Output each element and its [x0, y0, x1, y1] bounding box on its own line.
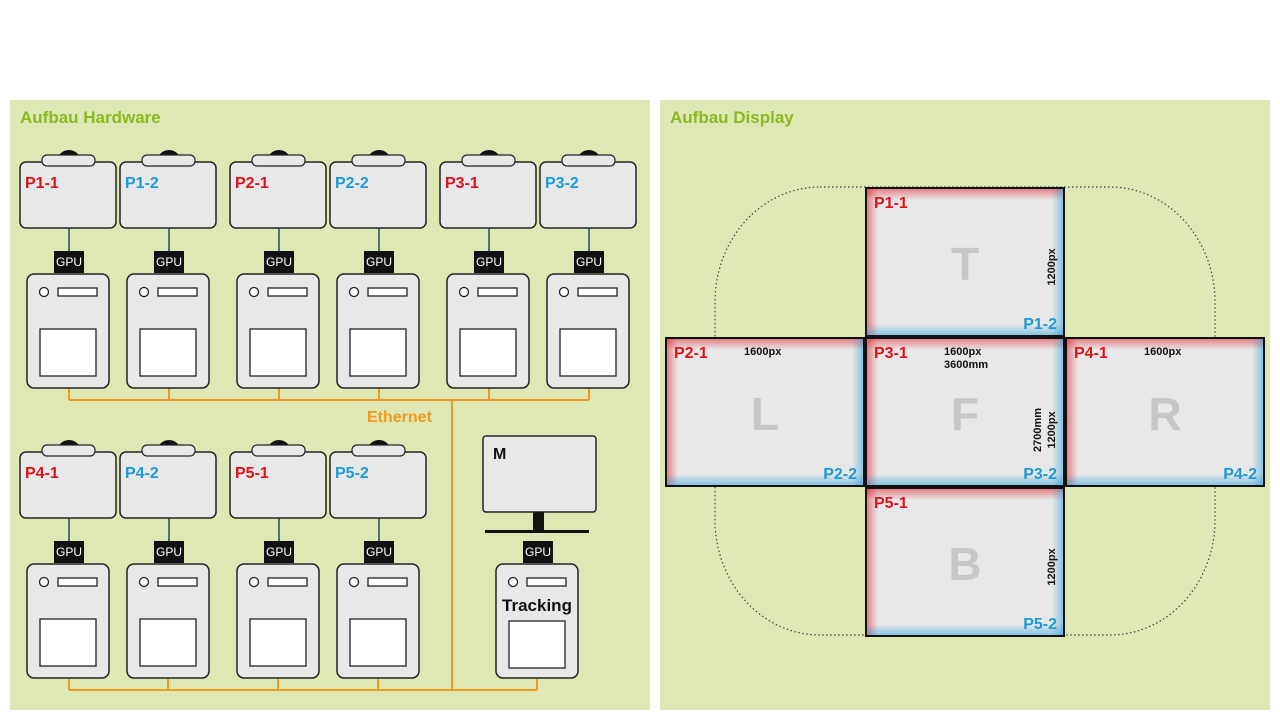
projector-label: P3-1: [445, 175, 479, 192]
display-diagram: TP1-1P1-21200pxLP2-1P2-21600pxFP3-1P3-21…: [665, 186, 1265, 637]
height-dimension: 1200px: [1046, 247, 1058, 285]
projector-label: P3-2: [545, 175, 579, 192]
projector-top-label: P5-1: [874, 495, 908, 512]
screen-b: B P5-1P5-2 1200px: [865, 487, 1065, 637]
gpu-label: GPU: [476, 255, 502, 269]
hardware-title: Aufbau Hardware: [20, 108, 161, 127]
gpu-icon: [54, 541, 84, 563]
gpu-icon: [264, 251, 294, 273]
projector-label: P1-1: [25, 175, 59, 192]
screen-letter: L: [751, 388, 779, 440]
gpu-label: GPU: [366, 545, 392, 559]
gpu-label: GPU: [576, 255, 602, 269]
gpu-label: GPU: [525, 545, 551, 559]
gpu-icon: [364, 541, 394, 563]
projector-icon: [229, 161, 327, 229]
screen-r: R P4-1P4-2 1600px: [1065, 337, 1265, 487]
projector-bottom-label: P1-2: [1023, 316, 1057, 333]
projector-bottom-label: P2-2: [823, 466, 857, 483]
tracking-label: Tracking: [502, 596, 572, 615]
tracking-pc: GPU Tracking: [495, 541, 579, 679]
gpu-label: GPU: [56, 545, 82, 559]
gpu-icon: [364, 251, 394, 273]
screen-letter: R: [1148, 388, 1181, 440]
projector-icon: [119, 451, 217, 519]
gpu-icon: [154, 251, 184, 273]
projector-label: P2-1: [235, 175, 269, 192]
projector-bottom-label: P3-2: [1023, 466, 1057, 483]
monitor-label: M: [493, 446, 506, 463]
gpu-label: GPU: [156, 255, 182, 269]
width-dimension: 1600px: [1144, 346, 1182, 358]
ethernet-label: Ethernet: [367, 409, 433, 426]
height-dimension: 1200px: [1046, 547, 1058, 585]
projector-icon: [329, 451, 427, 519]
gpu-label: GPU: [366, 255, 392, 269]
projector-icon: [119, 161, 217, 229]
projector-label: P2-2: [335, 175, 369, 192]
projector-label: P1-2: [125, 175, 159, 192]
projector-icon: [439, 161, 537, 229]
gpu-label: GPU: [266, 545, 292, 559]
gpu-icon: [523, 541, 553, 563]
projector-icon: [19, 451, 117, 519]
projector-bottom-label: P5-2: [1023, 616, 1057, 633]
width-dimension: 1600px: [944, 346, 982, 358]
screen-l: L P2-1P2-2 1600px: [665, 337, 865, 487]
projector-label: P5-1: [235, 465, 269, 482]
gpu-icon: [574, 251, 604, 273]
master-monitor: M: [482, 435, 597, 533]
screen-t: T P1-1P1-2 1200px: [865, 187, 1065, 337]
gpu-label: GPU: [266, 255, 292, 269]
gpu-icon: [474, 251, 504, 273]
projector-icon: [19, 161, 117, 229]
projector-icon: [229, 451, 327, 519]
cave-screens: TP1-1P1-21200pxLP2-1P2-21600pxFP3-1P3-21…: [665, 187, 1265, 637]
projector-label: P4-1: [25, 465, 59, 482]
screen-letter: T: [951, 238, 979, 290]
projector-icon: [539, 161, 637, 229]
width-dimension-mm: 3600mm: [944, 359, 988, 371]
projector-top-label: P3-1: [874, 345, 908, 362]
projector-top-label: P4-1: [1074, 345, 1108, 362]
gpu-label: GPU: [156, 545, 182, 559]
hardware-diagram: P1-1GPUP1-2GPUP2-1GPUP2-2GPUP3-1GPUP3-2G…: [19, 150, 637, 691]
ethernet-lines: [68, 388, 590, 691]
gpu-icon: [264, 541, 294, 563]
display-title: Aufbau Display: [670, 108, 794, 127]
gpu-icon: [54, 251, 84, 273]
height-dimension-mm: 2700mm: [1032, 408, 1044, 452]
screen-letter: B: [948, 538, 981, 590]
projector-top-label: P2-1: [674, 345, 708, 362]
width-dimension: 1600px: [744, 346, 782, 358]
height-dimension: 1200px: [1046, 410, 1058, 448]
gpu-icon: [154, 541, 184, 563]
projector-bottom-label: P4-2: [1223, 466, 1257, 483]
screen-letter: F: [951, 388, 979, 440]
projector-top-label: P1-1: [874, 195, 908, 212]
projector-icon: [329, 161, 427, 229]
projector-label: P5-2: [335, 465, 369, 482]
projector-label: P4-2: [125, 465, 159, 482]
gpu-label: GPU: [56, 255, 82, 269]
hardware-units: P1-1GPUP1-2GPUP2-1GPUP2-2GPUP3-1GPUP3-2G…: [19, 150, 637, 679]
